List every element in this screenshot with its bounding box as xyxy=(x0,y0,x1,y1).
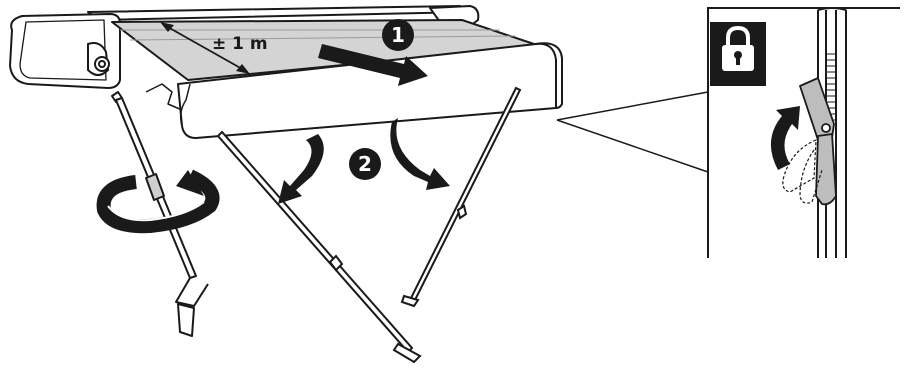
step-2-badge: 2 xyxy=(349,148,381,180)
measurement-label: ± 1 m xyxy=(212,34,268,54)
right-support-pole xyxy=(402,88,520,306)
lock-detail-panel xyxy=(708,8,900,258)
step-1-badge: 1 xyxy=(382,19,414,51)
curved-up-arrow-icon xyxy=(771,106,800,170)
left-support-pole xyxy=(218,132,420,362)
step-1-number: 1 xyxy=(391,23,405,47)
step-2-number: 2 xyxy=(358,152,372,176)
detail-callout-lines xyxy=(557,92,708,172)
locking-lever xyxy=(800,78,836,204)
